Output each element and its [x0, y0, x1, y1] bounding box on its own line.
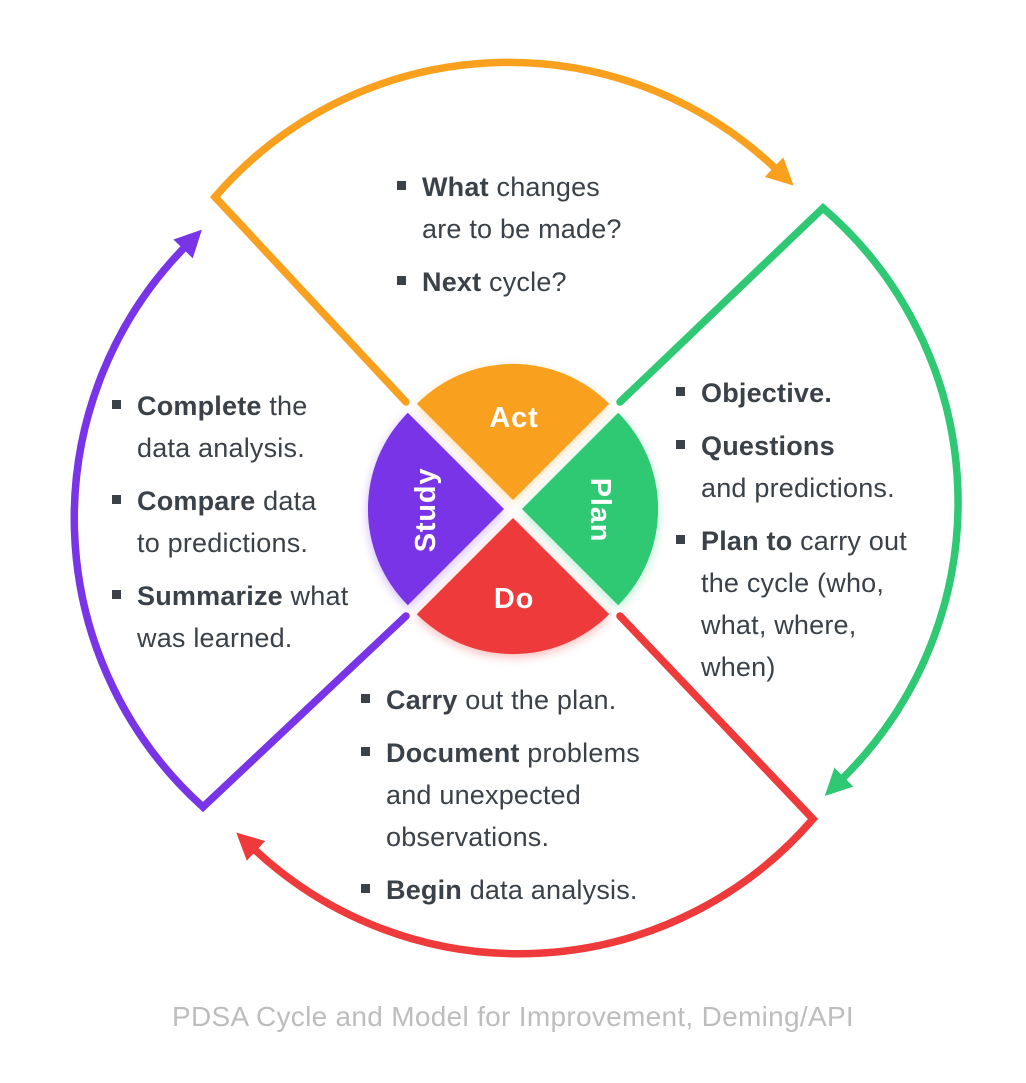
plan-wedge — [522, 412, 659, 606]
study-quadrant-list: Complete the data analysis. Compare data… — [112, 385, 348, 659]
list-text: are to be made? — [422, 214, 622, 244]
list-text: carry out — [792, 526, 907, 556]
list-text: and unexpected — [386, 780, 581, 810]
list-text: problems — [519, 738, 640, 768]
list-text: and predictions. — [701, 473, 895, 503]
do-wedge — [416, 518, 610, 655]
list-item: Plan to carry out the cycle (who, what, … — [676, 520, 907, 688]
list-item: Summarize what was learned. — [112, 575, 348, 659]
do-arc-arrow — [236, 612, 819, 958]
act-quadrant-list: What changes are to be made? Next cycle? — [397, 166, 622, 303]
act-arc-arrow — [209, 58, 794, 406]
list-item: Document problems and unexpected observa… — [361, 732, 640, 858]
act-wedge — [416, 363, 610, 500]
list-text-bold: What — [422, 172, 489, 202]
list-text: data — [255, 486, 317, 516]
list-text-bold: Compare — [137, 486, 256, 516]
list-text: cycle? — [481, 267, 567, 297]
list-item: Objective. — [676, 372, 907, 414]
list-text: what, where, — [701, 610, 857, 640]
do-wedge-label: Do — [494, 583, 534, 615]
diagram-caption: PDSA Cycle and Model for Improvement, De… — [171, 1001, 854, 1032]
list-text: changes — [488, 172, 600, 202]
list-text-bold: Complete — [137, 391, 262, 421]
list-text-bold: Plan to — [701, 526, 793, 556]
plan-quadrant-list: Objective. Questions and predictions. Pl… — [676, 372, 907, 688]
list-text: the cycle (who, — [701, 568, 885, 598]
list-text-bold: Objective. — [701, 378, 833, 408]
plan-wedge-label: Plan — [584, 478, 616, 542]
list-text-bold: Questions — [701, 431, 835, 461]
list-text-bold: Next — [422, 267, 482, 297]
list-text-bold: Begin — [386, 875, 463, 905]
list-text: when) — [701, 652, 776, 682]
list-item: What changes are to be made? — [397, 166, 622, 250]
list-text: observations. — [386, 822, 550, 852]
list-item: Complete the data analysis. — [112, 385, 348, 469]
list-item: Next cycle? — [397, 261, 622, 303]
list-text: data analysis. — [462, 875, 638, 905]
list-text: the — [261, 391, 308, 421]
list-text: out the plan. — [457, 685, 617, 715]
list-text-bold: Summarize — [137, 581, 283, 611]
do-quadrant-list: Carry out the plan. Document problems an… — [361, 679, 640, 911]
list-text-bold: Carry — [386, 685, 458, 715]
plan-arc-arrow — [616, 202, 962, 797]
list-item: Carry out the plan. — [361, 679, 640, 721]
act-wedge-label: Act — [489, 402, 538, 434]
study-arc-arrow — [70, 229, 410, 813]
list-text: what — [282, 581, 349, 611]
center-pie: Act Plan Do Study — [367, 363, 659, 655]
list-item: Questions and predictions. — [676, 425, 907, 509]
list-item: Compare data to predictions. — [112, 480, 348, 564]
list-text: was learned. — [137, 623, 293, 653]
list-text-bold: Document — [386, 738, 520, 768]
study-wedge-label: Study — [410, 468, 442, 553]
list-text: data analysis. — [137, 433, 305, 463]
study-wedge — [367, 412, 504, 606]
list-text: to predictions. — [137, 528, 309, 558]
list-item: Begin data analysis. — [361, 869, 640, 911]
